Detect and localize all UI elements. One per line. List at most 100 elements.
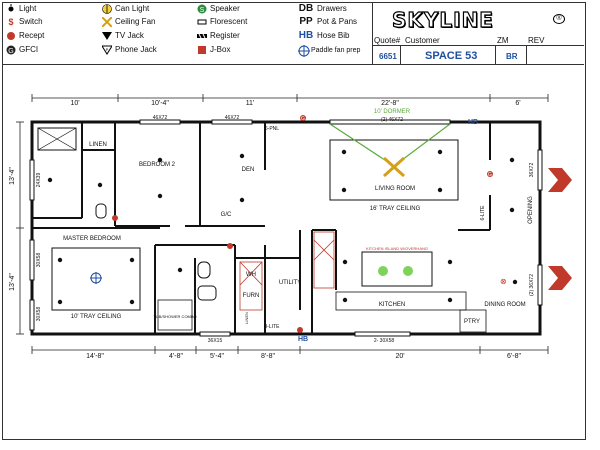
- svg-text:S: S: [200, 7, 205, 14]
- register-icon: [197, 31, 207, 41]
- legend-register-label: Register: [210, 31, 240, 41]
- label-utility: UTILITY: [279, 280, 301, 286]
- win-bottom1: 36X15: [208, 338, 223, 344]
- dim-bottom-4: 8'-8": [261, 353, 275, 360]
- gfci-marker: G: [301, 116, 305, 122]
- legend-pots-label: Pot & Pans: [317, 17, 358, 27]
- legend-paddle-fan-label: Paddle fan prep: [311, 47, 361, 55]
- kitchen-island: [361, 251, 433, 287]
- legend-florescent: Florescent: [197, 17, 247, 27]
- dormer-lines: [329, 123, 451, 167]
- dim-top-1: 10': [70, 100, 79, 107]
- dim-top-4: 22'-8": [381, 100, 399, 107]
- label-opening: OPENING: [528, 196, 534, 224]
- legend-light: Light: [6, 4, 36, 14]
- legend-hose-bib-label: Hose Bib: [317, 31, 350, 41]
- zm-label: ZM: [497, 36, 509, 45]
- legend-ceiling-fan-label: Ceiling Fan: [115, 17, 156, 27]
- pantry-box: [459, 309, 487, 333]
- ceiling-lights: [47, 149, 518, 305]
- title-sep-2: [495, 45, 496, 64]
- legend-jbox-label: J-Box: [210, 45, 231, 55]
- sink-1: [197, 285, 217, 301]
- legend-tv-jack-label: TV Jack: [115, 31, 144, 41]
- interior-walls: [32, 122, 491, 334]
- svg-text:P: P: [106, 47, 109, 52]
- win-w2: 46X72: [225, 115, 240, 121]
- win-right2: (2) 36X72: [529, 274, 535, 296]
- dim-top-2: 10'-4": [151, 100, 169, 107]
- win-dormer-sub: (2) 46X72: [381, 117, 403, 123]
- living-ceiling-fan: [382, 156, 406, 178]
- legend-register: Register: [197, 31, 240, 41]
- label-dining: DINING ROOM: [484, 302, 525, 308]
- label-island: KITCHEN ISLAND W/OVERHANG: [366, 246, 428, 251]
- legend-tv-jack: TV Jack: [102, 31, 144, 41]
- recept-icon: [6, 31, 16, 41]
- quote-label: Quote#: [374, 36, 401, 45]
- toilet-1: [197, 261, 211, 279]
- label-kitchen: KITCHEN: [379, 302, 405, 308]
- ceiling-fan-icon: [101, 16, 113, 28]
- win-lite6: 6-LITE: [480, 205, 486, 221]
- phone-jack-icon: P: [101, 45, 113, 55]
- toilet-2: [95, 203, 107, 219]
- legend-switch-label: Switch: [19, 17, 43, 27]
- pots-icon: PP: [299, 16, 313, 27]
- win-left3: 30X58: [36, 307, 42, 322]
- label-linen: LINEN: [89, 142, 107, 148]
- receptacles: [112, 115, 493, 333]
- logo-registered-mark: ®: [553, 14, 565, 24]
- skyline-logo: SKYLINE: [391, 7, 494, 32]
- hose-bib-icon: HB: [298, 30, 314, 41]
- gfci-icon: G: [6, 45, 16, 55]
- jbox-marker: ⊗: [500, 277, 507, 286]
- label-bedroom2: BEDROOM 2: [139, 162, 176, 168]
- legend-recept-label: Recept: [19, 31, 45, 41]
- customer-label: Customer: [405, 36, 440, 45]
- win-left2: 30X58: [36, 253, 42, 268]
- florescent-icon: [197, 17, 207, 27]
- legend-pots: PP Pot & Pans: [298, 17, 357, 27]
- dim-left-2: 13'-4": [9, 273, 16, 291]
- win-right: 36X72: [529, 163, 535, 178]
- kitchen-counter: [335, 291, 467, 311]
- svg-text:G: G: [8, 48, 13, 55]
- dim-bottom-3: 5'-4": [210, 353, 224, 360]
- speaker-icon: S: [197, 4, 207, 14]
- gfci-marker-2: G: [488, 172, 492, 178]
- dim-bottom-6: 6'-8": [507, 353, 521, 360]
- label-linen2: LINEN: [244, 312, 249, 324]
- dim-bottom-2: 4'-8": [169, 353, 183, 360]
- switch-icon: $: [8, 17, 14, 27]
- paddle-fan-icon: [298, 45, 310, 57]
- label-gc: G/C: [221, 212, 232, 218]
- legend-drawers-label: Drawers: [317, 4, 347, 14]
- label-furn: FURN: [243, 293, 260, 299]
- label-tub: TUB/SHOWER COMBO: [153, 314, 196, 319]
- legend-can-light: Can Light: [102, 4, 149, 14]
- dim-top-3: 11': [246, 100, 255, 107]
- light-icon: [6, 4, 16, 14]
- legend-speaker-label: Speaker: [210, 4, 240, 14]
- legend-recept: Recept: [6, 31, 44, 41]
- label-wh: WH: [246, 272, 256, 278]
- legend-florescent-label: Florescent: [210, 17, 248, 27]
- pendant-light-1: [378, 266, 388, 276]
- tub: [157, 299, 193, 331]
- legend-speaker: S Speaker: [197, 4, 240, 14]
- hose-bib-2: HB: [298, 336, 308, 343]
- legend-jbox: J-Box: [197, 45, 230, 55]
- can-light-icon: [102, 4, 112, 14]
- living-tray: [329, 139, 459, 201]
- entry-arrow-1: [548, 168, 572, 192]
- windows: [29, 119, 543, 337]
- dim-bottom-5: 20': [395, 353, 404, 360]
- entry-arrow-2: [548, 266, 572, 290]
- rev-label: REV: [528, 36, 545, 45]
- master-tray: [51, 247, 141, 311]
